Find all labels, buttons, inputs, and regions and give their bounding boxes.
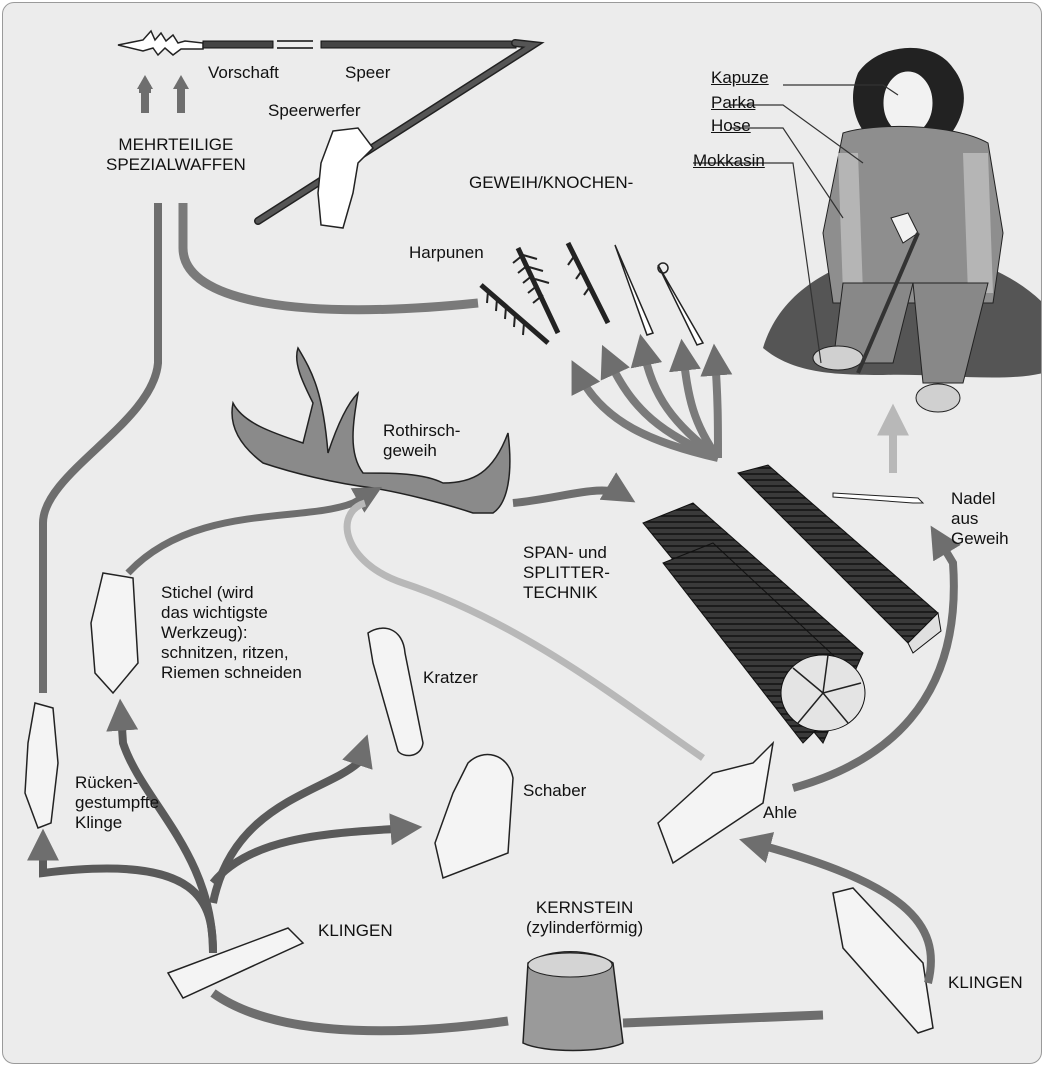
label-mokkasin: Mokkasin xyxy=(693,151,765,171)
label-kapuze: Kapuze xyxy=(711,68,769,88)
label-geweih-knochen: GEWEIH/KNOCHEN- xyxy=(469,173,633,193)
label-schaber: Schaber xyxy=(523,781,586,801)
backed-blade-drawing xyxy=(25,703,58,828)
man-in-parka xyxy=(763,48,1042,412)
blade-left-drawing xyxy=(168,928,303,998)
label-rueckengestumpfte-klinge: Rücken- gestumpfte Klinge xyxy=(75,773,159,833)
label-hose: Hose xyxy=(711,116,751,136)
hand-drawing xyxy=(318,128,373,228)
label-klingen-right: KLINGEN xyxy=(948,973,1023,993)
label-nadel-aus-geweih: Nadel aus Geweih xyxy=(951,489,1009,549)
label-speer: Speer xyxy=(345,63,390,83)
label-rothirschgeweih: Rothirsch- geweih xyxy=(383,421,460,461)
antler-drawing xyxy=(232,348,510,513)
label-speerwerfer: Speerwerfer xyxy=(268,101,361,121)
label-vorschaft: Vorschaft xyxy=(208,63,279,83)
label-mehrteilige-spezialwaffen: MEHRTEILIGE SPEZIALWAFFEN xyxy=(106,135,246,175)
burin-drawing xyxy=(91,573,138,693)
blade-right-drawing xyxy=(833,888,933,1033)
label-parka: Parka xyxy=(711,93,755,113)
blade-tree-arrows xyxy=(43,713,408,953)
label-kratzer: Kratzer xyxy=(423,668,478,688)
needle-drawing xyxy=(833,493,923,503)
end-scraper-drawing xyxy=(368,628,423,755)
label-ahle: Ahle xyxy=(763,803,797,823)
label-kernstein: KERNSTEIN (zylinderförmig) xyxy=(526,898,643,938)
label-stichel: Stichel (wird das wichtigste Werkzeug): … xyxy=(161,583,302,683)
up-arrows xyxy=(137,75,189,113)
label-klingen-left: KLINGEN xyxy=(318,921,393,941)
side-scraper-drawing xyxy=(435,755,513,878)
label-harpunen: Harpunen xyxy=(409,243,484,263)
split-log xyxy=(643,465,941,743)
fan-arrows xyxy=(578,348,718,458)
label-span-splitter-technik: SPAN- und SPLITTER- TECHNIK xyxy=(523,543,610,603)
harpoons xyxy=(481,243,703,345)
